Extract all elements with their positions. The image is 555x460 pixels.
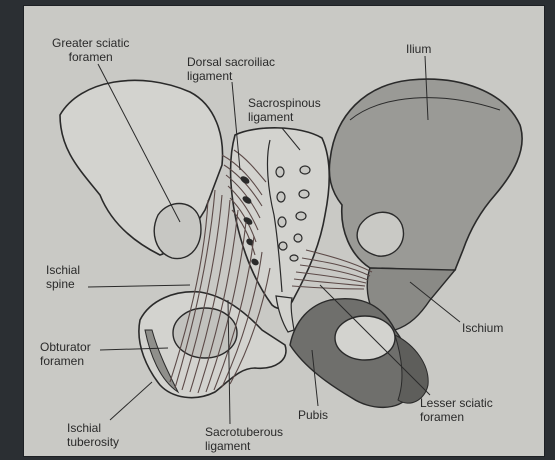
left-obturator-foramen xyxy=(173,308,237,358)
label-ischial-tuberosity: Ischial tuberosity xyxy=(67,421,119,449)
label-sacrospinous-ligament: Sacrospinous ligament xyxy=(248,96,321,124)
label-pubis: Pubis xyxy=(298,408,328,422)
leader-tuberosity xyxy=(110,382,152,420)
label-sacrotuberous-ligament: Sacrotuberous ligament xyxy=(205,425,283,453)
label-obturator-foramen: Obturator foramen xyxy=(40,340,91,368)
label-ischium: Ischium xyxy=(462,321,503,335)
label-ischial-spine: Ischial spine xyxy=(46,263,80,291)
right-obturator-foramen xyxy=(335,316,395,360)
label-lesser-sciatic-foramen: Lesser sciatic foramen xyxy=(420,396,493,424)
label-dorsal-sacroiliac-ligament: Dorsal sacroiliac ligament xyxy=(187,55,275,83)
label-ilium: Ilium xyxy=(406,42,431,56)
label-greater-sciatic-foramen: Greater sciatic foramen xyxy=(52,36,129,64)
left-greater-sciatic-foramen xyxy=(154,204,201,259)
coccyx xyxy=(276,296,294,332)
leader-ischial-spine xyxy=(88,285,190,287)
